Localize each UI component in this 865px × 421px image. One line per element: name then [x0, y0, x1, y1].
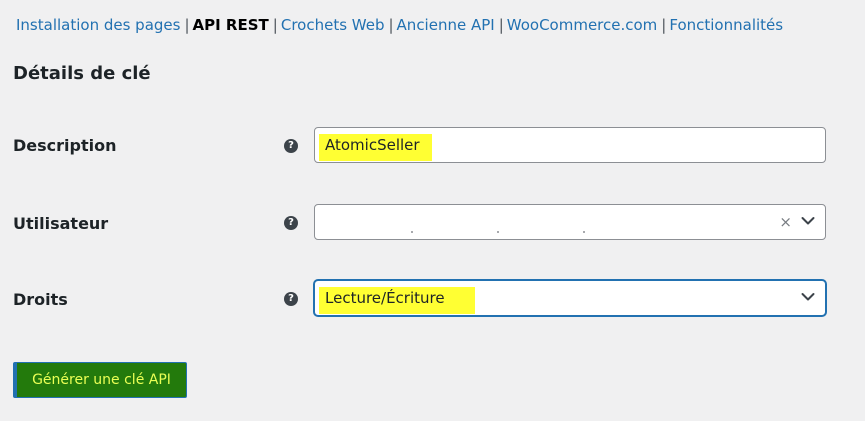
clear-icon[interactable]: ×: [779, 213, 792, 231]
description-label: Description: [13, 136, 117, 155]
description-input[interactable]: AtomicSeller: [314, 127, 826, 163]
subnav-item-fonctionnalites[interactable]: Fonctionnalités: [669, 16, 784, 34]
permissions-value: Lecture/Écriture: [325, 289, 445, 307]
generate-api-key-button[interactable]: Générer une clé API: [13, 362, 187, 398]
subnav-separator: |: [184, 16, 190, 34]
user-placeholder-dot: [497, 231, 499, 233]
subnav-item-installation-des-pages[interactable]: Installation des pages: [16, 16, 181, 34]
user-placeholder-dot: [583, 231, 585, 233]
user-label: Utilisateur: [13, 214, 109, 233]
description-highlight: [319, 134, 432, 161]
user-placeholder-dot: [411, 231, 413, 233]
subnav-item-woocommerce-com[interactable]: WooCommerce.com: [506, 16, 658, 34]
subnav-separator: |: [661, 16, 667, 34]
permissions-highlight: [319, 287, 475, 314]
user-help-icon[interactable]: ?: [284, 216, 298, 230]
permissions-label: Droits: [13, 290, 68, 309]
description-help-icon[interactable]: ?: [284, 139, 298, 153]
user-select[interactable]: ×: [314, 204, 826, 240]
page-title: Détails de clé: [13, 63, 151, 84]
chevron-down-icon[interactable]: [801, 292, 815, 302]
subnav: Installation des pages|API REST|Crochets…: [16, 15, 783, 35]
subnav-item-crochets-web[interactable]: Crochets Web: [280, 16, 385, 34]
subnav-item-api-rest[interactable]: API REST: [192, 16, 269, 34]
subnav-item-ancienne-api[interactable]: Ancienne API: [396, 16, 495, 34]
subnav-separator: |: [388, 16, 394, 34]
chevron-down-icon[interactable]: [801, 216, 815, 226]
subnav-separator: |: [498, 16, 504, 34]
description-value: AtomicSeller: [325, 136, 420, 154]
subnav-separator: |: [272, 16, 278, 34]
permissions-select[interactable]: Lecture/Écriture: [314, 280, 826, 316]
permissions-help-icon[interactable]: ?: [284, 292, 298, 306]
